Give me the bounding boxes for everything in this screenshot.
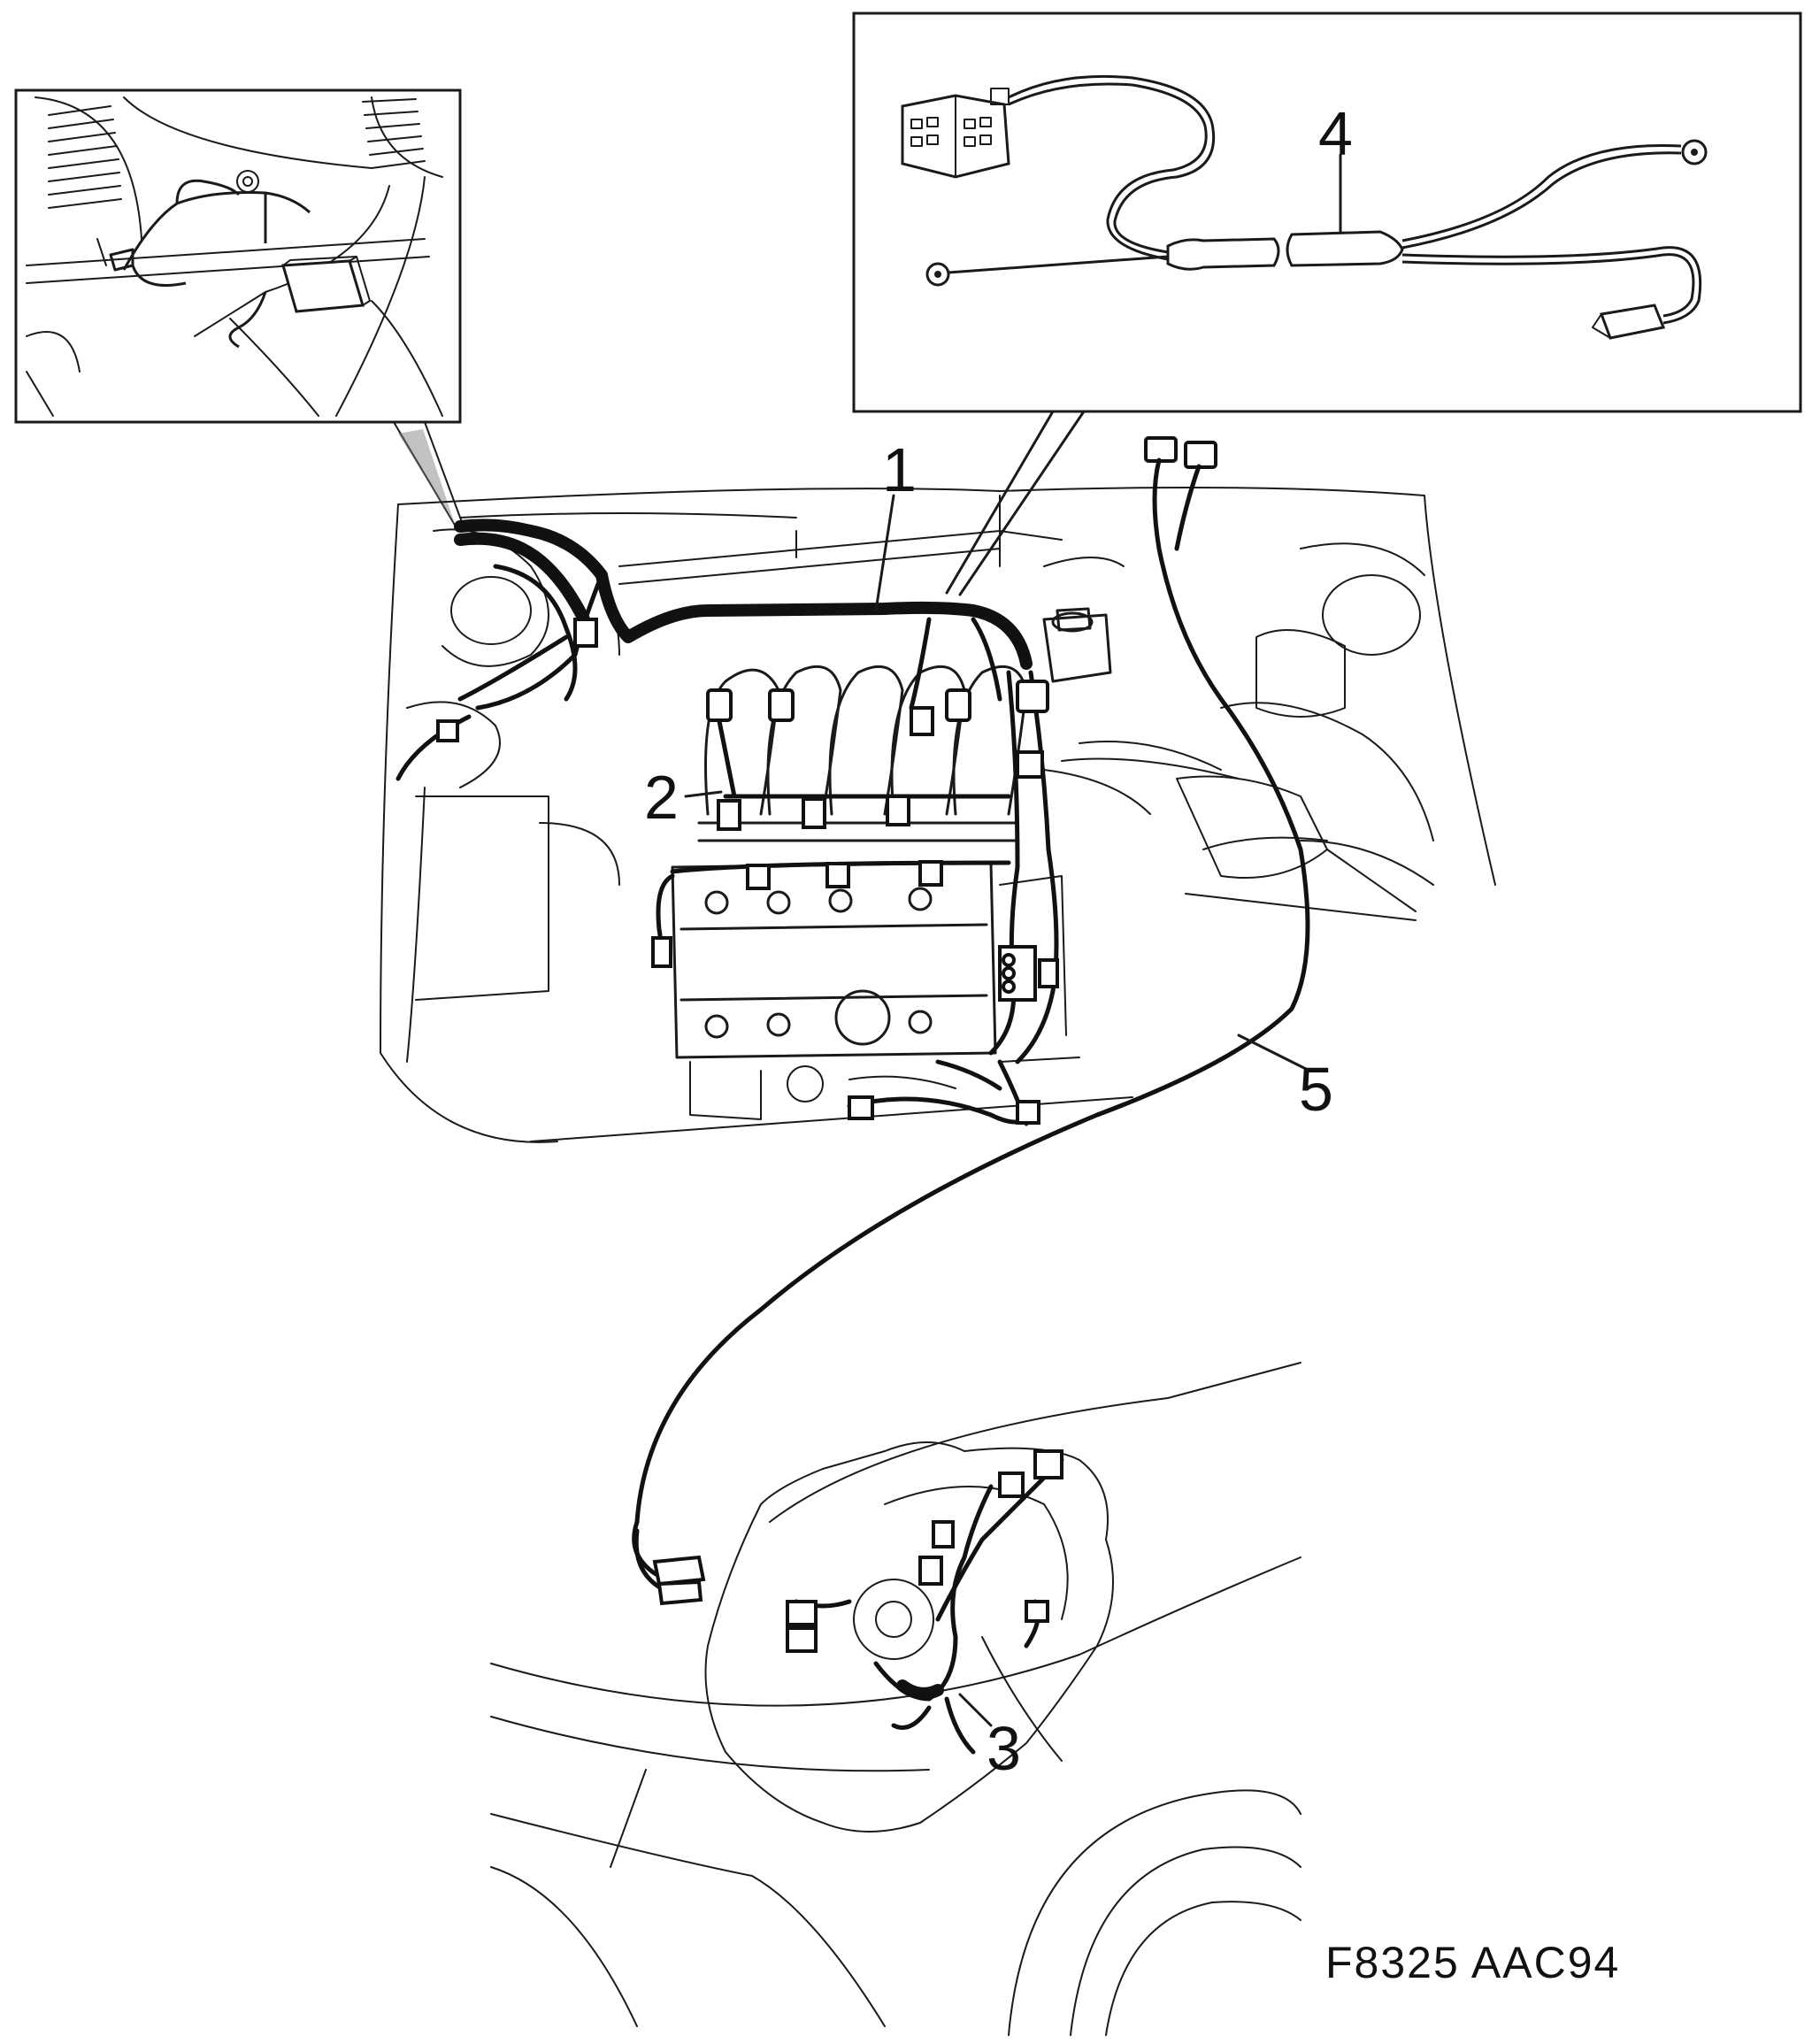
- callout-1: 1: [882, 435, 917, 504]
- callout-3: 3: [987, 1714, 1021, 1783]
- dashboard-inset: [14, 88, 462, 424]
- engine-bay: [380, 487, 1496, 1143]
- harness-4-leader: [945, 410, 1086, 596]
- harness-5: [632, 436, 1311, 1606]
- callout-2: 2: [644, 763, 679, 832]
- inset-leader: [393, 421, 463, 527]
- front-car-section: [490, 1362, 1301, 2036]
- harness-4-inset: [852, 12, 1802, 413]
- callout-5: 5: [1299, 1055, 1333, 1124]
- callout-4: 4: [1318, 99, 1353, 168]
- figure-code: F8325 AAC94: [1325, 1938, 1620, 1987]
